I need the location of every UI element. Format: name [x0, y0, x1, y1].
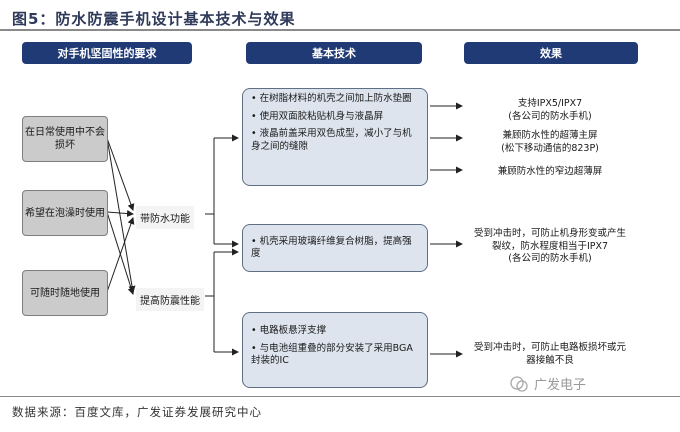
function-label: 提高防震性能: [136, 288, 204, 311]
function-label: 带防水功能: [136, 206, 194, 229]
tech-item-text: 液晶前盖采用双色成型，减小了与机身之间的缝隙: [251, 128, 412, 152]
requirement-box: 可随时随地使用: [22, 270, 108, 316]
tech-item-text: 电路板悬浮支撑: [259, 325, 327, 336]
tech-item-text: 机壳采用玻璃纤维复合树脂，提高强度: [251, 235, 412, 260]
effect-text: 兼顾防水性的超薄主屏 (松下移动通信的823P): [501, 130, 599, 154]
effect-text: 受到冲击时，可防止电路板损坏或元器接触不良: [473, 342, 626, 366]
footer-rule: [0, 396, 680, 397]
requirement-box: 希望在泡澡时使用: [22, 190, 108, 236]
tech-item: • 液晶前盖采用双色成型，减小了与机身之间的缝隙: [251, 128, 412, 152]
effect-text: 受到冲击时，可防止机身形变或产生裂纹，防水程度相当于IPX7 (各公司的防水手机…: [473, 228, 626, 264]
tech-box-shock: • 电路板悬浮支撑 • 与电池组重叠的部分安装了采用BGA封装的IC: [242, 312, 428, 388]
requirement-box: 在日常使用中不会损坏: [22, 116, 108, 162]
tech-item-text: 使用双面胶粘贴机身与液晶屏: [259, 110, 384, 122]
effect-text: 兼顾防水性的窄边超薄屏: [497, 166, 603, 177]
figure-title: 图5：防水防震手机设计基本技术与效果: [12, 10, 296, 28]
tech-item-text: 与电池组重叠的部分安装了采用BGA封装的IC: [251, 342, 413, 367]
header-requirements: 对手机坚固性的要求: [22, 42, 192, 64]
tech-box-casing: • 机壳采用玻璃纤维复合树脂，提高强度: [242, 224, 428, 272]
title-rule: [0, 29, 680, 31]
tech-box-waterproof: • 在树脂材料的机壳之间加上防水垫圈 • 使用双面胶粘贴机身与液晶屏 • 液晶前…: [242, 88, 428, 186]
tech-item-text: 在树脂材料的机壳之间加上防水垫圈: [259, 93, 412, 104]
tech-item: • 使用双面胶粘贴机身与液晶屏: [251, 110, 384, 122]
header-technology: 基本技术: [246, 42, 422, 64]
watermark-text: 广发电子: [534, 378, 587, 393]
wechat-icon: [510, 375, 528, 392]
header-effect: 效果: [464, 42, 638, 64]
source-note: 数据来源：百度文库，广发证券发展研究中心: [12, 405, 262, 419]
tech-item: • 电路板悬浮支撑: [251, 325, 327, 336]
tech-item: • 在树脂材料的机壳之间加上防水垫圈: [251, 93, 412, 104]
tech-item: • 机壳采用玻璃纤维复合树脂，提高强度: [251, 235, 412, 260]
watermark: 广发电子: [510, 374, 586, 393]
tech-item: • 与电池组重叠的部分安装了采用BGA封装的IC: [251, 342, 413, 367]
effect-text: 支持IPX5/IPX7 (各公司的防水手机): [508, 98, 592, 122]
